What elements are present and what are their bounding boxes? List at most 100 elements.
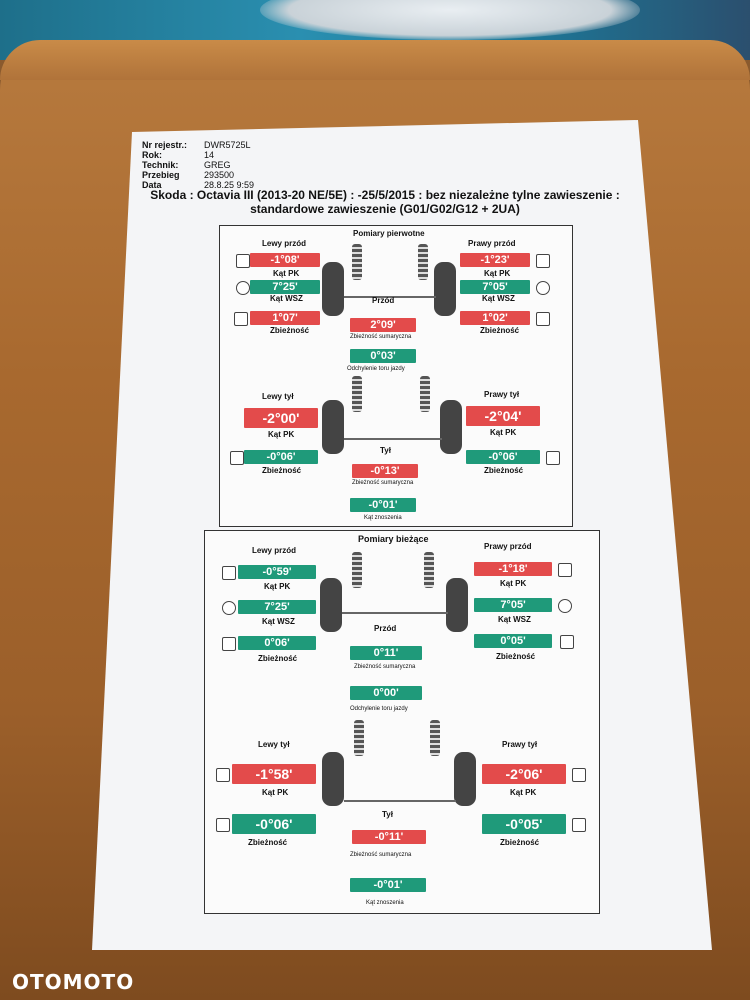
current-thrust-label: Kąt znoszenia bbox=[366, 900, 404, 906]
current-measurements-panel bbox=[204, 530, 600, 914]
current-rl-toe: -0°06' bbox=[232, 814, 316, 834]
current-fl-toe-label: Zbieżność bbox=[258, 654, 298, 663]
rear-right-wheel bbox=[454, 752, 476, 806]
camber-icon bbox=[222, 566, 236, 580]
front-left-wheel bbox=[322, 262, 344, 316]
rear-right-wheel bbox=[440, 400, 462, 454]
rear-right-spring bbox=[420, 376, 430, 412]
initial-rr-label: Prawy tył bbox=[484, 390, 520, 399]
rear-right-spring bbox=[430, 720, 440, 756]
initial-rl-toe-label: Zbieżność bbox=[262, 466, 302, 475]
current-front-axle-label: Przód bbox=[374, 624, 397, 633]
current-rl-camber-label: Kąt PK bbox=[262, 788, 289, 797]
current-setback-label: Odchylenie toru jazdy bbox=[350, 706, 408, 712]
camber-icon bbox=[536, 254, 550, 268]
front-right-wheel bbox=[434, 262, 456, 316]
initial-fr-camber-label: Kąt PK bbox=[484, 269, 511, 278]
current-fr-label: Prawy przód bbox=[484, 542, 532, 551]
camber-icon bbox=[572, 768, 586, 782]
current-rear-total-toe: -0°11' bbox=[352, 830, 426, 844]
initial-rear-total-toe-label: Zbieżność sumaryczna bbox=[352, 480, 414, 486]
header-label: Data bbox=[142, 180, 162, 190]
toe-icon bbox=[216, 818, 230, 832]
initial-setback-label: Odchylenie toru jazdy bbox=[347, 366, 405, 372]
header-value: DWR5725L bbox=[204, 140, 251, 150]
initial-front-total-toe: 2°09' bbox=[350, 318, 416, 332]
front-left-strut bbox=[352, 552, 362, 588]
initial-rear-axle-label: Tył bbox=[380, 446, 391, 455]
table-edge bbox=[0, 40, 750, 80]
initial-rr-toe-label: Zbieżność bbox=[484, 466, 524, 475]
caster-icon bbox=[536, 281, 550, 295]
rear-left-wheel bbox=[322, 400, 344, 454]
initial-fl-toe: 1°07' bbox=[250, 311, 320, 325]
initial-panel-title: Pomiary pierwotne bbox=[353, 229, 425, 238]
current-fl-camber-label: Kąt PK bbox=[264, 582, 291, 591]
initial-thrust: -0°01' bbox=[350, 498, 416, 512]
current-rear-total-toe-label: Zbieżność sumaryczna bbox=[350, 852, 412, 858]
initial-rr-camber-label: Kąt PK bbox=[490, 428, 517, 437]
current-rl-camber: -1°58' bbox=[232, 764, 316, 784]
current-rear-axle-label: Tył bbox=[382, 810, 393, 819]
initial-fr-label: Prawy przód bbox=[468, 239, 516, 248]
current-thrust: -0°01' bbox=[350, 878, 426, 892]
front-axle-line bbox=[344, 296, 436, 298]
rear-left-wheel bbox=[322, 752, 344, 806]
initial-rl-label: Lewy tył bbox=[262, 392, 294, 401]
rear-axle-line bbox=[344, 438, 442, 440]
initial-fr-toe: 1°02' bbox=[460, 311, 530, 325]
front-left-strut bbox=[352, 244, 362, 280]
header-labels: Nr rejestr.: Rok: Technik: Przebieg Data bbox=[142, 140, 187, 190]
caster-icon bbox=[222, 601, 236, 615]
current-front-total-toe-label: Zbieżność sumaryczna bbox=[354, 664, 416, 670]
initial-setback: 0°03' bbox=[350, 349, 416, 363]
front-right-strut bbox=[424, 552, 434, 588]
header-label: Przebieg bbox=[142, 170, 180, 180]
initial-fl-caster: 7°25' bbox=[250, 280, 320, 294]
initial-rl-camber: -2°00' bbox=[244, 408, 318, 428]
toe-icon bbox=[546, 451, 560, 465]
current-panel-title: Pomiary bieżące bbox=[358, 534, 429, 544]
header-value: 293500 bbox=[204, 170, 235, 180]
initial-fl-camber: -1°08' bbox=[250, 253, 320, 267]
current-fr-camber: -1°18' bbox=[474, 562, 552, 576]
initial-rl-camber-label: Kąt PK bbox=[268, 430, 295, 439]
vehicle-title: Skoda : Octavia III (2013-20 NE/5E) : -2… bbox=[150, 188, 620, 216]
header-value: 28.8.25 9:59 bbox=[204, 180, 255, 190]
initial-rr-toe: -0°06' bbox=[466, 450, 540, 464]
current-fl-caster: 7°25' bbox=[238, 600, 316, 614]
current-rr-camber-label: Kąt PK bbox=[510, 788, 537, 797]
current-rr-toe: -0°05' bbox=[482, 814, 566, 834]
camber-icon bbox=[558, 563, 572, 577]
initial-rear-total-toe: -0°13' bbox=[352, 464, 418, 478]
front-right-wheel bbox=[446, 578, 468, 632]
current-fr-caster-label: Kąt WSZ bbox=[498, 615, 531, 624]
current-rl-toe-label: Zbieżność bbox=[248, 838, 288, 847]
camber-icon bbox=[216, 768, 230, 782]
initial-fl-camber-label: Kąt PK bbox=[273, 269, 300, 278]
current-setback: 0°00' bbox=[350, 686, 422, 700]
initial-fr-caster-label: Kąt WSZ bbox=[482, 294, 515, 303]
current-rr-toe-label: Zbieżność bbox=[500, 838, 540, 847]
rear-left-spring bbox=[354, 720, 364, 756]
header-label: Technik: bbox=[142, 160, 179, 170]
initial-rl-toe: -0°06' bbox=[244, 450, 318, 464]
initial-thrust-label: Kąt znoszenia bbox=[364, 515, 402, 521]
current-fr-caster: 7°05' bbox=[474, 598, 552, 612]
current-rr-camber: -2°06' bbox=[482, 764, 566, 784]
current-fl-camber: -0°59' bbox=[238, 565, 316, 579]
current-front-total-toe: 0°11' bbox=[350, 646, 422, 660]
vehicle-title-line1: Skoda : Octavia III (2013-20 NE/5E) : -2… bbox=[150, 188, 620, 202]
header-values: DWR5725L 14 GREG 293500 28.8.25 9:59 bbox=[204, 140, 254, 190]
initial-front-total-toe-label: Zbieżność sumaryczna bbox=[350, 334, 412, 340]
vehicle-title-line2: standardowe zawieszenie (G01/G02/G12 + 2… bbox=[250, 202, 520, 216]
front-right-strut bbox=[418, 244, 428, 280]
initial-fl-caster-label: Kąt WSZ bbox=[270, 294, 303, 303]
current-fr-toe-label: Zbieżność bbox=[496, 652, 536, 661]
current-fl-label: Lewy przód bbox=[252, 546, 297, 555]
front-left-wheel bbox=[320, 578, 342, 632]
initial-fr-camber: -1°23' bbox=[460, 253, 530, 267]
initial-fl-toe-label: Zbieżność bbox=[270, 326, 310, 335]
toe-icon bbox=[234, 312, 248, 326]
current-fl-toe: 0°06' bbox=[238, 636, 316, 650]
